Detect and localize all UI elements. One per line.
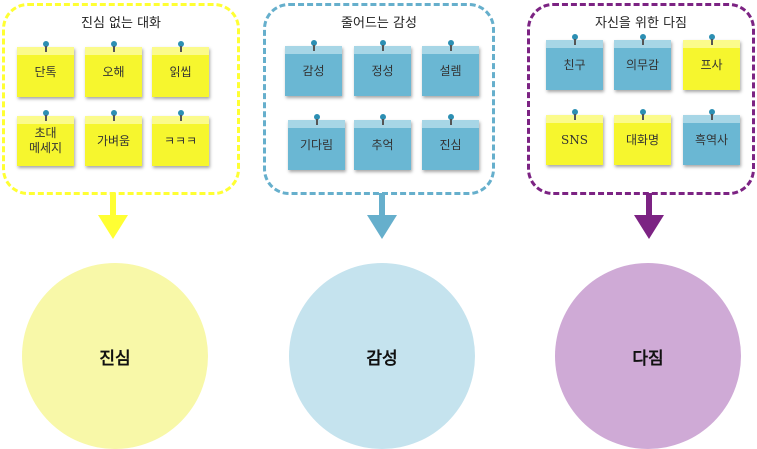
- pushpin-icon: [110, 110, 118, 121]
- pushpin-icon: [447, 40, 455, 51]
- pushpin-icon: [708, 109, 716, 120]
- pushpin-icon: [110, 41, 118, 52]
- circle-label: 감성: [366, 348, 398, 369]
- pushpin-icon: [177, 41, 185, 52]
- sticky-note: 프사: [683, 34, 740, 90]
- sticky-note: 친구: [546, 34, 603, 90]
- note-label: 대화명: [625, 132, 660, 147]
- pushpin-icon: [313, 114, 321, 125]
- pushpin-icon: [571, 34, 579, 45]
- sticky-note: 단톡: [17, 41, 74, 97]
- note-label: 친구: [563, 57, 586, 72]
- pushpin-icon: [310, 40, 318, 51]
- note-label: 감성: [302, 63, 325, 78]
- pushpin-icon: [447, 114, 455, 125]
- sticky-note: 흑역사: [683, 109, 740, 165]
- arrow-down-icon: [98, 193, 128, 239]
- pushpin-icon: [379, 114, 387, 125]
- circle-result-3: 다짐: [555, 263, 741, 449]
- note-label: ㅋㅋㅋ: [163, 133, 198, 148]
- group-title-1: 진심 없는 대화: [80, 16, 162, 31]
- sticky-note: 추억: [354, 114, 411, 170]
- pushpin-icon: [42, 110, 50, 121]
- sticky-note: 읽씹: [152, 41, 209, 97]
- note-label: 단톡: [34, 64, 57, 79]
- circle-result-2: 감성: [289, 263, 475, 449]
- sticky-note: 가벼움: [85, 110, 142, 166]
- note-label: SNS: [561, 132, 588, 147]
- pushpin-icon: [42, 41, 50, 52]
- note-label: 프사: [700, 57, 723, 72]
- pushpin-icon: [177, 110, 185, 121]
- sticky-note: 기다림: [288, 114, 345, 170]
- pushpin-icon: [639, 34, 647, 45]
- note-label: 초대 메세지: [28, 126, 63, 155]
- pushpin-icon: [379, 40, 387, 51]
- note-label: 설렘: [439, 63, 462, 78]
- sticky-note: ㅋㅋㅋ: [152, 110, 209, 166]
- note-label: 흑역사: [694, 132, 729, 147]
- sticky-note: 진심: [422, 114, 479, 170]
- group-box-3: 자신을 위한 다짐: [527, 3, 755, 195]
- pushpin-icon: [571, 109, 579, 120]
- pushpin-icon: [639, 109, 647, 120]
- arrow-down-icon: [367, 193, 397, 239]
- note-label: 의무감: [625, 57, 660, 72]
- arrow-down-icon: [634, 193, 664, 239]
- sticky-note: 감성: [285, 40, 342, 96]
- circle-result-1: 진심: [22, 263, 208, 449]
- circle-label: 진심: [99, 348, 131, 369]
- sticky-note: 설렘: [422, 40, 479, 96]
- note-label: 기다림: [299, 137, 334, 152]
- sticky-note: 초대 메세지: [17, 110, 74, 166]
- group-box-1: 진심 없는 대화: [2, 3, 240, 195]
- sticky-note: 대화명: [614, 109, 671, 165]
- note-label: 읽씹: [169, 64, 192, 79]
- circle-label: 다짐: [632, 348, 664, 369]
- sticky-note: 정성: [354, 40, 411, 96]
- note-label: 정성: [371, 63, 394, 78]
- group-title-3: 자신을 위한 다짐: [595, 16, 687, 31]
- note-label: 추억: [371, 137, 394, 152]
- note-label: 진심: [439, 137, 462, 152]
- sticky-note: 오해: [85, 41, 142, 97]
- sticky-note: 의무감: [614, 34, 671, 90]
- group-title-2: 줄어드는 감성: [341, 16, 417, 31]
- pushpin-icon: [708, 34, 716, 45]
- sticky-note: SNS: [546, 109, 603, 165]
- note-label: 오해: [102, 64, 125, 79]
- note-label: 가벼움: [96, 133, 131, 148]
